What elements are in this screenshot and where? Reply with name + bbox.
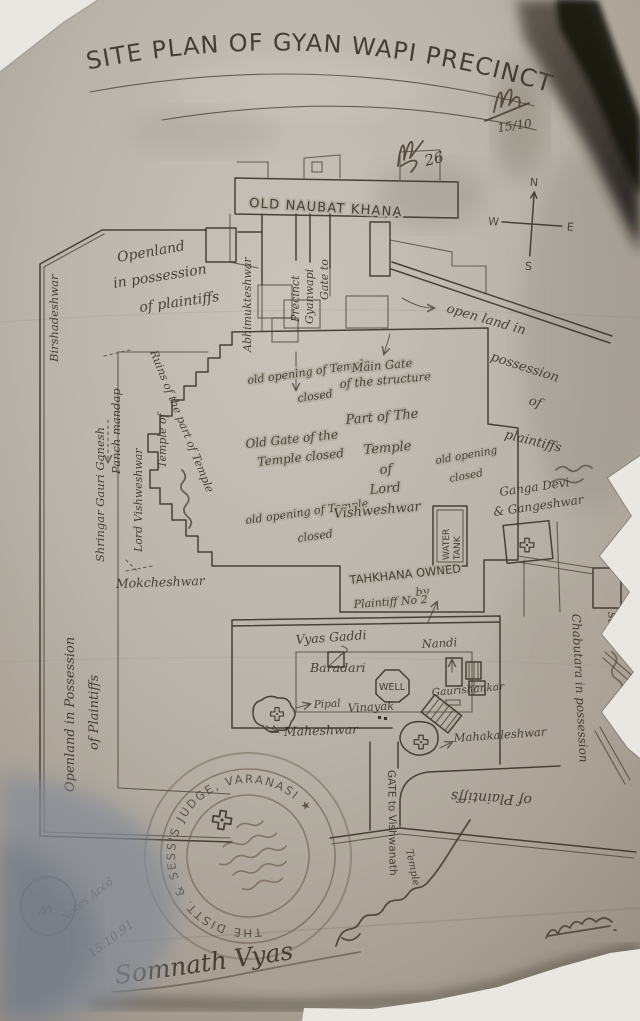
svg-text:Lord: Lord bbox=[368, 480, 401, 498]
gyanwapi-gate-area: Gate to Gyanwapi Precinct Abhimukteshwar bbox=[229, 213, 487, 390]
mahakaleshwar-shrine: Mahakaleshwar bbox=[399, 693, 548, 756]
label-mahakaleshwar: Mahakaleshwar bbox=[452, 724, 548, 745]
compass-rose: N E S W bbox=[488, 176, 575, 273]
initials-top-right: 15/10 bbox=[484, 88, 533, 135]
label-birshadeshwar: Birshadeshwar bbox=[47, 273, 61, 363]
label-well: WELL bbox=[379, 682, 406, 693]
label-mokcheshwar: Mokcheshwar bbox=[115, 573, 206, 591]
label-baradari: Baradari bbox=[309, 660, 366, 675]
courtyard: Vyas Gaddi Baradari WELL Nandi Gaurishan… bbox=[231, 559, 525, 765]
devanagari-note-vertical bbox=[180, 469, 193, 529]
illegible-note-rotated bbox=[551, 464, 593, 484]
svg-text:TANK: TANK bbox=[453, 535, 463, 561]
paper-fold-dark-core bbox=[556, 0, 640, 196]
label-openland-w-1: Openland in Possession bbox=[63, 637, 78, 792]
bottom-tear-shadow bbox=[87, 943, 640, 1012]
label-gyanwapi: Gyanwapi bbox=[303, 269, 316, 324]
label-vyas-gaddi: Vyas Gaddi bbox=[295, 627, 367, 647]
label-openland-w-2: of Plaintiffs bbox=[87, 674, 102, 750]
well-octagon bbox=[375, 669, 410, 703]
label-temple-of: Temple of bbox=[156, 411, 169, 468]
compass-e: E bbox=[566, 220, 574, 233]
label-gate-vishwanath: GATE to Vishwanath bbox=[385, 770, 399, 876]
label-lord-vishweshwar: Lord Vishweshwar bbox=[132, 448, 145, 553]
label-gate-to: Gate to bbox=[318, 259, 331, 300]
label-maheshwar: Maheshwar bbox=[283, 721, 360, 739]
label-abhimukteshwar: Abhimukteshwar bbox=[241, 257, 254, 353]
stamp-inner-script bbox=[218, 820, 288, 891]
label-pipal: Pipal bbox=[313, 698, 341, 711]
east-stairs: Stairs bbox=[517, 555, 638, 785]
label-panch-mandap: Panch mandap bbox=[109, 388, 123, 475]
temple-plot bbox=[147, 267, 519, 613]
devanagari-signature-center bbox=[335, 819, 471, 947]
compass-s: S bbox=[525, 260, 533, 273]
label-precinct: Precinct bbox=[289, 275, 302, 323]
label-nandi: Nandi bbox=[420, 635, 457, 651]
backdrop-bottom bbox=[302, 949, 640, 1021]
paper-stains bbox=[0, 58, 640, 947]
maheshwar-shrine: Maheshwar bbox=[252, 695, 360, 739]
title-underline bbox=[89, 73, 535, 107]
label-vinayak: Vinayak bbox=[347, 699, 394, 715]
compass-w: W bbox=[488, 215, 500, 229]
south-boundary: GATE to Vishwanath Temple of Plaintiffs bbox=[329, 741, 637, 887]
water-tank: WATER TANK bbox=[432, 505, 468, 567]
devanagari-signature-right bbox=[545, 917, 617, 939]
svg-text:Temple: Temple bbox=[363, 439, 412, 458]
compass-n: N bbox=[529, 176, 538, 190]
date-top-right: 15/10 bbox=[496, 116, 533, 135]
label-shringar-gauri: Shringar Gauri Ganesh bbox=[93, 427, 107, 562]
svg-text:WATER: WATER bbox=[442, 529, 452, 560]
label-of-plaintiffs-inverted: of Plaintiffs bbox=[450, 788, 532, 808]
road-wall bbox=[390, 261, 613, 344]
backdrop-top-left bbox=[0, 0, 98, 72]
paper-top-edge bbox=[0, 0, 99, 73]
backdrop-right-bite bbox=[600, 456, 640, 758]
foreground-shadow-core bbox=[0, 840, 96, 1021]
svg-text:Part of The: Part of The bbox=[344, 407, 419, 428]
svg-text:by: by bbox=[415, 585, 430, 599]
